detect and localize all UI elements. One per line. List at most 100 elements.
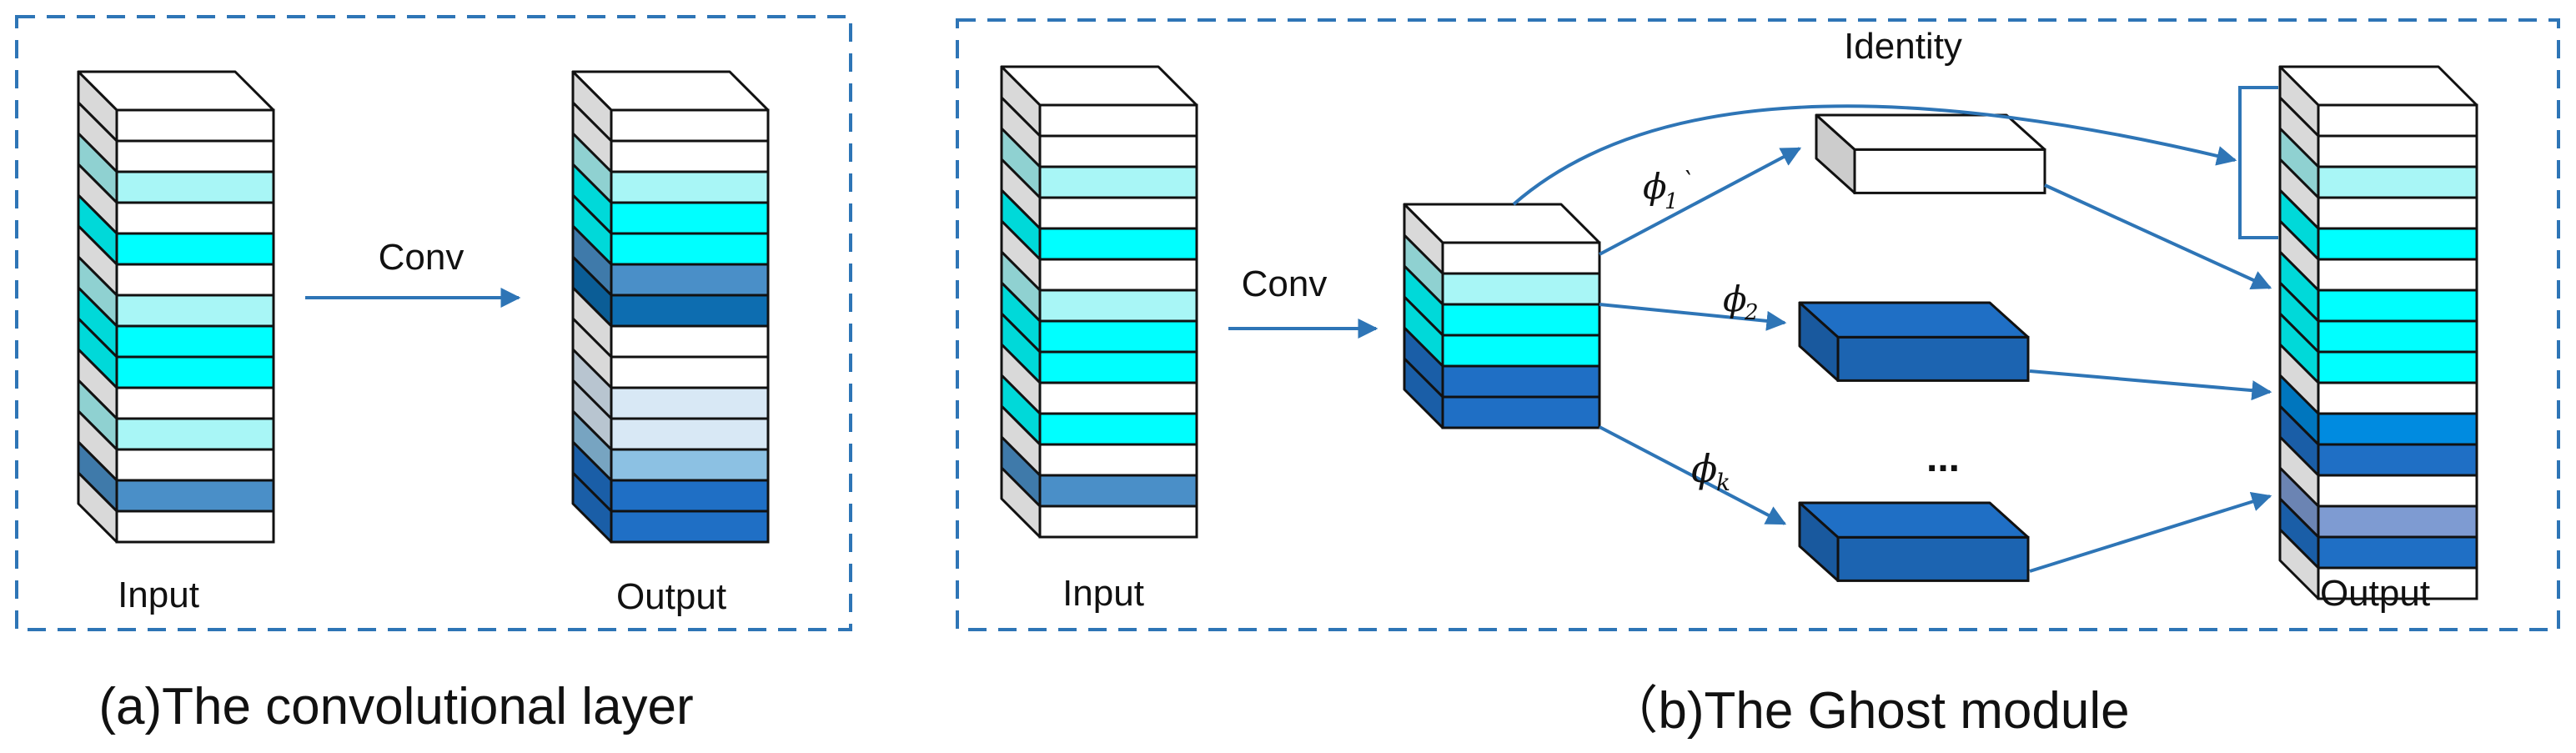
a-input-layer (115, 201, 275, 235)
b-input-layer (1038, 289, 1198, 323)
panel-b-conv-label: Conv (1242, 264, 1328, 304)
a-output-layer (610, 294, 770, 328)
b-input-layer (1038, 258, 1198, 292)
phi-k-arrow (1599, 425, 1787, 525)
a-output-layer (610, 263, 770, 297)
ghost-box-3 (1798, 501, 2030, 582)
b-input-layer (1038, 381, 1198, 415)
identity-label: Identity (1844, 26, 1962, 67)
b-output-layer (2317, 289, 2478, 323)
phi-2-label: ϕ 2 (1723, 279, 1759, 325)
a-input-layer (115, 294, 275, 328)
b-intrinsic-layer (1441, 241, 1601, 275)
a-input-layer (115, 510, 275, 544)
panel-a-conv-label: Conv (379, 237, 464, 278)
b-input-layer (1038, 505, 1198, 539)
a-output-layer (610, 324, 770, 359)
a-output-layer (610, 170, 770, 204)
panel-a-input-stack (77, 70, 275, 544)
panel-a-border (15, 15, 852, 631)
a-output-layer (610, 417, 770, 451)
caption-b: （b)The Ghost module (1606, 682, 2129, 740)
b-output-layer (2317, 412, 2478, 446)
svg-text:`: ` (1681, 168, 1694, 197)
a-output-layer (610, 108, 770, 143)
b-input-layer (1038, 474, 1198, 508)
b-input-layer (1038, 227, 1198, 261)
a-input-layer (115, 324, 275, 359)
b-intrinsic-layer (1441, 303, 1601, 337)
panel-b-ghost-feature-maps (1798, 113, 2046, 582)
b-output-layer (2317, 165, 2478, 199)
b-intrinsic-layer (1441, 395, 1601, 429)
a-input-layer (115, 232, 275, 266)
b-output-layer (2317, 381, 2478, 415)
svg-text:ϕ: ϕ (1723, 279, 1747, 319)
caption-a: (a)The convolutional layer (98, 678, 693, 735)
a-output-layer (610, 355, 770, 389)
b-intrinsic-layer (1441, 334, 1601, 368)
panel-b-output-stack (2278, 65, 2478, 600)
panel-b-output-label: Output (2320, 573, 2430, 614)
a-input-layer (115, 170, 275, 204)
b-input-layer (1038, 412, 1198, 446)
b-input-layer (1038, 103, 1198, 138)
b-output-layer (2317, 227, 2478, 261)
b-output-layer (2317, 535, 2478, 570)
ghost-1-to-output-arrow (2044, 183, 2272, 289)
ghost-box-3-front (1836, 535, 2030, 582)
a-input-layer (115, 139, 275, 173)
b-input-layer (1038, 443, 1198, 477)
panel-b-input-stack (1000, 65, 1198, 539)
phi-k-label: ϕ k (1691, 446, 1730, 496)
phi-1-arrow (1599, 147, 1802, 256)
svg-text:ϕ: ϕ (1691, 446, 1717, 491)
b-output-layer (2317, 103, 2478, 138)
b-output-layer (2317, 196, 2478, 230)
identity-arrow (1512, 104, 2237, 206)
a-output-layer (610, 139, 770, 173)
a-output-layer (610, 479, 770, 513)
panel-a-input-label: Input (118, 575, 199, 615)
panel-b-intrinsic-stack (1403, 203, 1601, 429)
b-output-layer (2317, 258, 2478, 292)
panel-b-border (956, 18, 2560, 631)
panel-a-output-stack (571, 70, 770, 544)
a-input-layer (115, 479, 275, 513)
a-output-layer (610, 201, 770, 235)
a-input-layer (115, 417, 275, 451)
phi-1-label: ϕ 1 ` (1643, 166, 1694, 214)
b-intrinsic-layer (1441, 364, 1601, 399)
b-input-layer (1038, 134, 1198, 168)
ghost-box-1 (1815, 113, 2046, 194)
phi-2-arrow (1599, 303, 1787, 331)
a-output-layer (610, 386, 770, 420)
ghost-k-to-output-arrow (2029, 491, 2272, 573)
ghost-box-2 (1798, 301, 2030, 382)
a-input-layer (115, 108, 275, 143)
a-input-layer (115, 448, 275, 482)
ghost-2-to-output-arrow (2029, 369, 2272, 401)
b-input-layer (1038, 165, 1198, 199)
a-input-layer (115, 263, 275, 297)
b-output-layer (2317, 134, 2478, 168)
a-output-layer (610, 510, 770, 544)
identity-bracket (2238, 86, 2278, 239)
panel-b-input-label: Input (1062, 573, 1144, 614)
a-input-layer (115, 355, 275, 389)
panel-a-output-label: Output (616, 576, 726, 617)
b-input-layer (1038, 319, 1198, 354)
svg-text:ϕ: ϕ (1643, 166, 1667, 207)
b-output-layer (2317, 319, 2478, 354)
a-output-layer (610, 232, 770, 266)
b-output-layer (2317, 505, 2478, 539)
b-output-layer (2317, 443, 2478, 477)
ghost-box-2-front (1836, 335, 2030, 382)
svg-text:2: 2 (1744, 300, 1759, 325)
a-input-layer (115, 386, 275, 420)
b-output-layer (2317, 350, 2478, 384)
b-input-layer (1038, 196, 1198, 230)
svg-text:1: 1 (1665, 189, 1679, 214)
ellipsis: ... (1926, 436, 1960, 480)
